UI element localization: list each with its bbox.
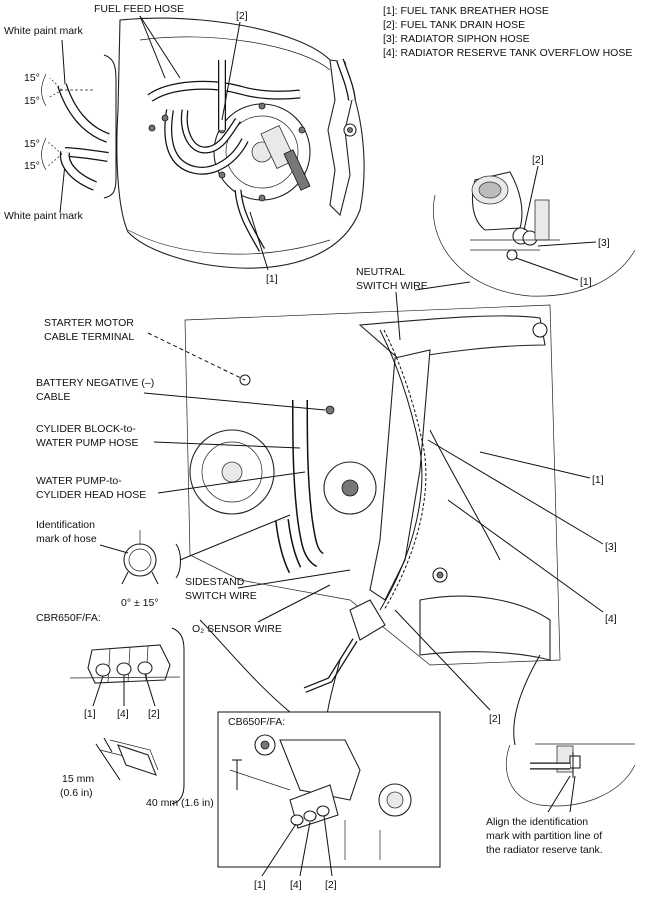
legend-item-4: [4]: RADIATOR RESERVE TANK OVERFLOW HOSE bbox=[383, 47, 632, 59]
o2-sensor-label: O₂ SENSOR WIRE bbox=[192, 623, 282, 635]
white-paint-mark-bottom-label: White paint mark bbox=[4, 210, 84, 222]
main-ref-3: [3] bbox=[605, 541, 617, 553]
cbr-ref-1: [1] bbox=[84, 708, 96, 720]
neutral-switch-label-2: SWITCH WIRE bbox=[356, 280, 428, 292]
legend-item-2: [2]: FUEL TANK DRAIN HOSE bbox=[383, 19, 525, 31]
identification-mark-detail: Identification mark of hose 0° ± 15° bbox=[36, 514, 291, 609]
align-label-3: the radiator reserve tank. bbox=[486, 844, 603, 856]
battery-negative-label-2: CABLE bbox=[36, 391, 70, 403]
identification-label-2: mark of hose bbox=[36, 533, 97, 545]
cbr-model-label: CBR650F/FA: bbox=[36, 612, 101, 624]
inset-ref-1: [1] bbox=[580, 276, 592, 288]
inset-ref-2: [2] bbox=[532, 154, 544, 166]
dim-15mm-label-2: (0.6 in) bbox=[60, 787, 93, 799]
angle-d: 15° bbox=[24, 160, 40, 172]
dim-40mm-label: 40 mm (1.6 in) bbox=[146, 797, 214, 809]
cbr-ref-4: [4] bbox=[117, 708, 129, 720]
water-pump-label-1: WATER PUMP-to- bbox=[36, 475, 122, 487]
legend-item-3: [3]: RADIATOR SIPHON HOSE bbox=[383, 33, 530, 45]
cb-ref-1: [1] bbox=[254, 879, 266, 891]
angle-b: 15° bbox=[24, 95, 40, 107]
reserve-tank-align-detail: Align the identification mark with parti… bbox=[486, 654, 636, 856]
main-ref-4: [4] bbox=[605, 613, 617, 625]
battery-negative-label-1: BATTERY NEGATIVE (–) bbox=[36, 377, 154, 389]
angle-a: 15° bbox=[24, 72, 40, 84]
align-label-2: mark with partition line of bbox=[486, 830, 602, 842]
main-ref-2: [2] bbox=[489, 713, 501, 725]
tank-bottom-inset bbox=[433, 171, 636, 297]
cylinder-block-label-1: CYLIDER BLOCK-to- bbox=[36, 423, 136, 435]
engine-frame-view bbox=[184, 304, 561, 741]
legend: [1]: FUEL TANK BREATHER HOSE [2]: FUEL T… bbox=[383, 5, 632, 59]
identification-label-1: Identification bbox=[36, 519, 95, 531]
dim-15mm-label-1: 15 mm bbox=[62, 773, 94, 785]
main-ref-1: [1] bbox=[592, 474, 604, 486]
starter-motor-label-2: CABLE TERMINAL bbox=[44, 331, 134, 343]
white-paint-mark-detail: White paint mark White paint mark 15° 15… bbox=[4, 25, 117, 222]
cbr650f-detail: CBR650F/FA: [1] [4] [2] 15 mm (0.6 in) bbox=[36, 612, 185, 805]
top-ref-1: [1] bbox=[266, 273, 278, 285]
legend-item-1: [1]: FUEL TANK BREATHER HOSE bbox=[383, 5, 549, 17]
top-ref-2: [2] bbox=[236, 10, 248, 22]
inset-ref-3: [3] bbox=[598, 237, 610, 249]
cb650f-detail: CB650F/FA: 40 mm (1.6 in) [1] [4] [2] bbox=[146, 711, 441, 891]
cb-ref-2: [2] bbox=[325, 879, 337, 891]
angle-c: 15° bbox=[24, 138, 40, 150]
cbr-ref-2: [2] bbox=[148, 708, 160, 720]
starter-motor-label-1: STARTER MOTOR bbox=[44, 317, 134, 329]
sidestand-label-1: SIDESTAND bbox=[185, 576, 245, 588]
neutral-switch-label-1: NEUTRAL bbox=[356, 266, 405, 278]
fuel-feed-hose-label: FUEL FEED HOSE bbox=[94, 3, 184, 15]
white-paint-mark-top-label: White paint mark bbox=[4, 25, 84, 37]
cylinder-block-label-2: WATER PUMP HOSE bbox=[36, 437, 138, 449]
water-pump-label-2: CYLIDER HEAD HOSE bbox=[36, 489, 146, 501]
cb-model-label: CB650F/FA: bbox=[228, 716, 285, 728]
fuel-tank-view bbox=[116, 17, 365, 269]
angle-tolerance-label: 0° ± 15° bbox=[121, 597, 159, 609]
sidestand-label-2: SWITCH WIRE bbox=[185, 590, 257, 602]
cb-ref-4: [4] bbox=[290, 879, 302, 891]
align-label-1: Align the identification bbox=[486, 816, 588, 828]
